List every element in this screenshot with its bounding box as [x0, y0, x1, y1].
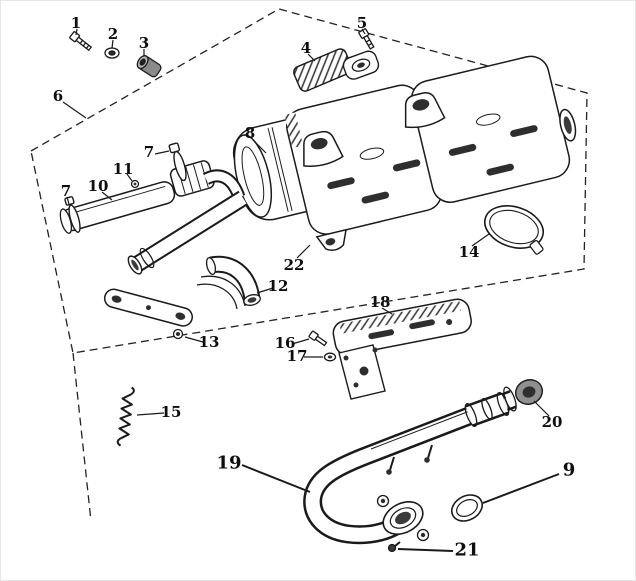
leader-lines [62, 28, 560, 552]
bolt-1 [69, 31, 93, 52]
muffler-shield-front-22 [284, 84, 443, 251]
pipe-bracket [338, 344, 386, 400]
bolt-16 [308, 330, 328, 347]
mount-ear [303, 130, 344, 167]
clamp-14 [484, 205, 544, 255]
mount-ear [404, 92, 446, 129]
protector-4 [293, 48, 380, 92]
bolt-21 [387, 541, 401, 553]
gasket-9 [450, 494, 484, 522]
inlet-downpipe [127, 190, 248, 275]
muffler-shield-rear-22 [410, 55, 571, 203]
stay-bracket [103, 288, 193, 327]
washer-2 [104, 47, 120, 59]
flange [376, 494, 430, 542]
bolt-11 [130, 179, 140, 189]
elbow-joint-12 [196, 255, 261, 310]
spring-15 [116, 386, 135, 447]
clamp-7-front [168, 142, 187, 182]
inlet-pipe-10 [59, 181, 176, 234]
bolt-5 [358, 28, 375, 50]
bolt-13 [172, 328, 184, 340]
assembly-boundary [30, 8, 588, 522]
exhaust-pipe-19 [303, 386, 517, 545]
damper-3 [136, 55, 162, 78]
cap-20 [514, 379, 544, 405]
muffler-8 [232, 55, 577, 251]
clamp-7-rear [64, 196, 81, 233]
washer-17 [323, 352, 337, 362]
pipe-shield-18 [332, 298, 472, 356]
